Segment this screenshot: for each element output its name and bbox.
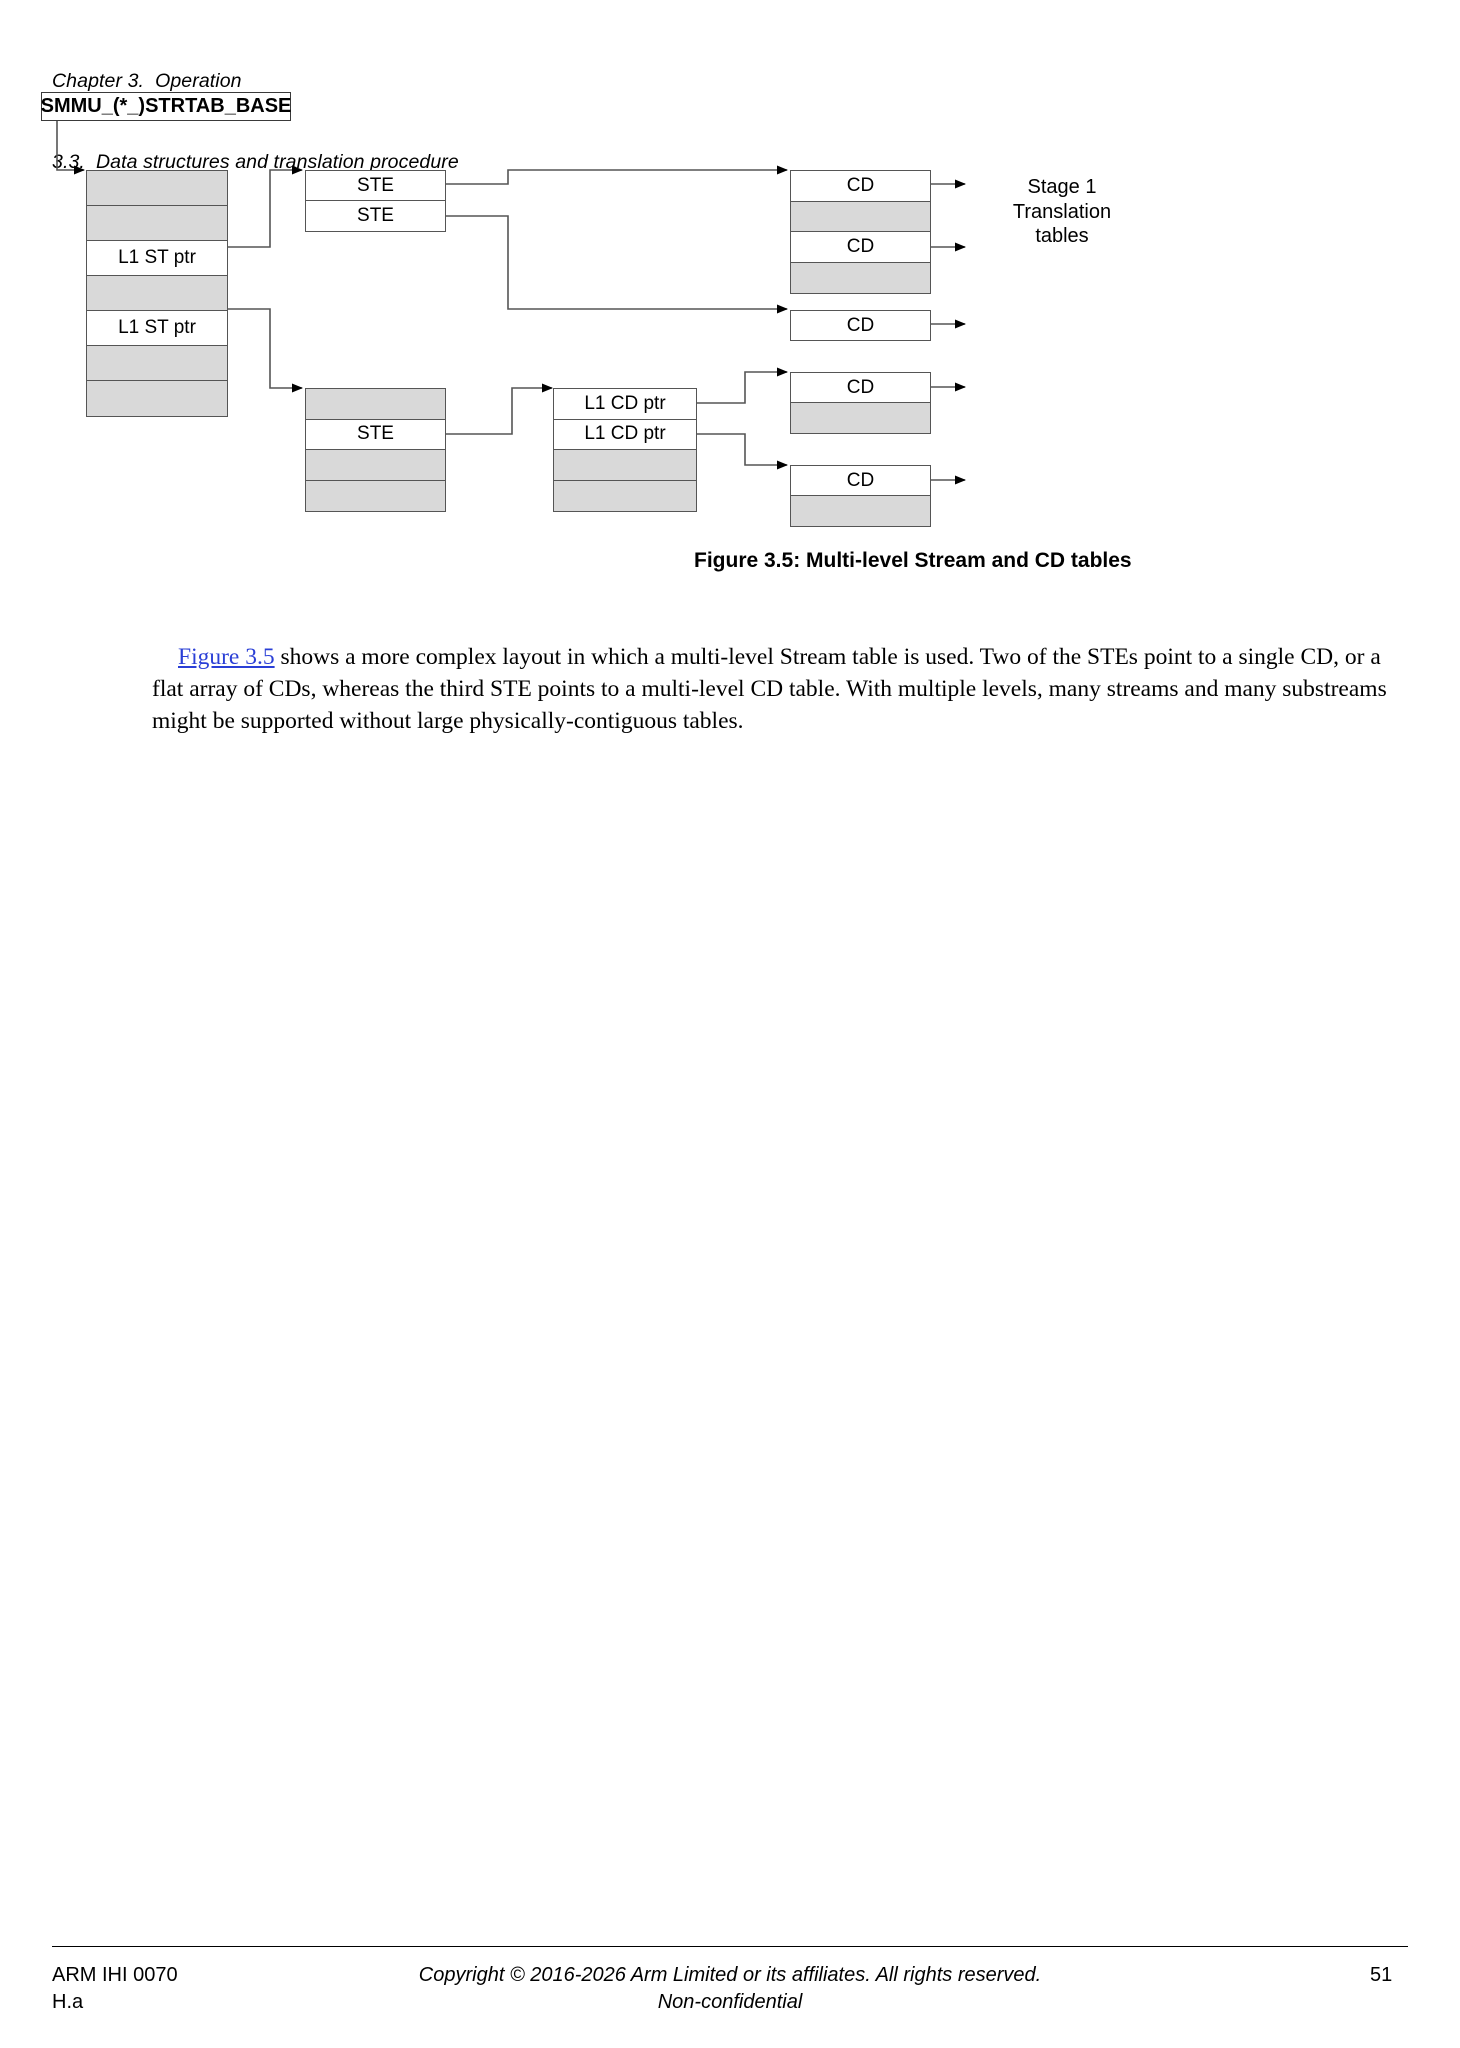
table-row: CD xyxy=(791,171,930,202)
table-row xyxy=(87,346,227,381)
strtab-base-register-box: SMMU_(*_)STRTAB_BASE xyxy=(41,92,291,121)
table-cell-label: STE xyxy=(357,174,394,196)
doc-id-line1: ARM IHI 0070 xyxy=(52,1964,178,1986)
table-cell-label: CD xyxy=(846,235,875,257)
table-cell-label: L1 ST ptr xyxy=(118,317,196,338)
table-row xyxy=(87,276,227,311)
table-row xyxy=(554,480,696,511)
table-row xyxy=(791,496,930,526)
table-row xyxy=(306,389,445,420)
table-cell-label: CD xyxy=(846,469,875,491)
table-row xyxy=(791,403,930,433)
cd-table-2: CD xyxy=(790,310,931,341)
footer-left: ARM IHI 0070 H.a xyxy=(52,1962,178,2016)
table-cell-label: L1 CD ptr xyxy=(584,423,666,445)
body-paragraph-text: shows a more complex layout in which a m… xyxy=(152,643,1387,734)
table-row: CD xyxy=(791,373,930,403)
footer-confidentiality: Non-confidential xyxy=(657,1991,803,2013)
table-row xyxy=(791,262,930,293)
table-row: L1 CD ptr xyxy=(554,389,696,420)
cd-table-4: CD xyxy=(790,465,931,527)
stage1-translation-tables-label: Stage 1 Translation tables xyxy=(1012,176,1112,247)
footer-page-number: 51 xyxy=(1370,1964,1393,1986)
table-row: STE xyxy=(306,419,445,450)
table-cell-label: STE xyxy=(357,205,394,226)
table-row: CD xyxy=(791,466,930,496)
table-row xyxy=(306,480,445,511)
footer-copyright: Copyright © 2016-2026 Arm Limited or its… xyxy=(418,1964,1042,1986)
table-cell-label: L1 ST ptr xyxy=(118,247,196,268)
table-cell-label: CD xyxy=(846,174,875,196)
ste-table-lower: STE xyxy=(305,388,446,512)
cd-table-3: CD xyxy=(790,372,931,434)
l1-stream-table: L1 ST ptr L1 ST ptr xyxy=(86,170,228,417)
figure-caption: Figure 3.5: Multi-level Stream and CD ta… xyxy=(694,549,1132,572)
table-row xyxy=(791,201,930,232)
figure-3-5-crossref-link[interactable]: Figure 3.5 xyxy=(178,643,275,670)
table-row xyxy=(87,206,227,241)
table-cell-label: STE xyxy=(357,423,394,445)
body-paragraph: Figure 3.5 shows a more complex layout i… xyxy=(152,641,1407,737)
table-row: STE xyxy=(306,201,445,231)
table-row: CD xyxy=(791,311,930,340)
table-row: L1 ST ptr xyxy=(87,311,227,346)
table-row: STE xyxy=(306,171,445,201)
doc-id-line2: H.a xyxy=(52,1991,84,2013)
table-row xyxy=(87,381,227,416)
table-row xyxy=(306,450,445,481)
chapter-line: Chapter 3. Operation xyxy=(52,70,242,92)
table-cell-label: L1 CD ptr xyxy=(584,392,666,414)
table-row: L1 ST ptr xyxy=(87,241,227,276)
l1-cd-table: L1 CD ptr L1 CD ptr xyxy=(553,388,697,512)
table-row: L1 CD ptr xyxy=(554,419,696,450)
table-cell-label: CD xyxy=(846,376,875,398)
table-cell-label: CD xyxy=(846,314,875,336)
cd-table-1: CD CD xyxy=(790,170,931,294)
ste-table-upper: STE STE xyxy=(305,170,446,232)
table-row: CD xyxy=(791,232,930,263)
table-row xyxy=(87,171,227,206)
table-row xyxy=(554,450,696,481)
strtab-base-label: SMMU_(*_)STRTAB_BASE xyxy=(40,95,292,117)
footer-rule xyxy=(52,1946,1408,1947)
